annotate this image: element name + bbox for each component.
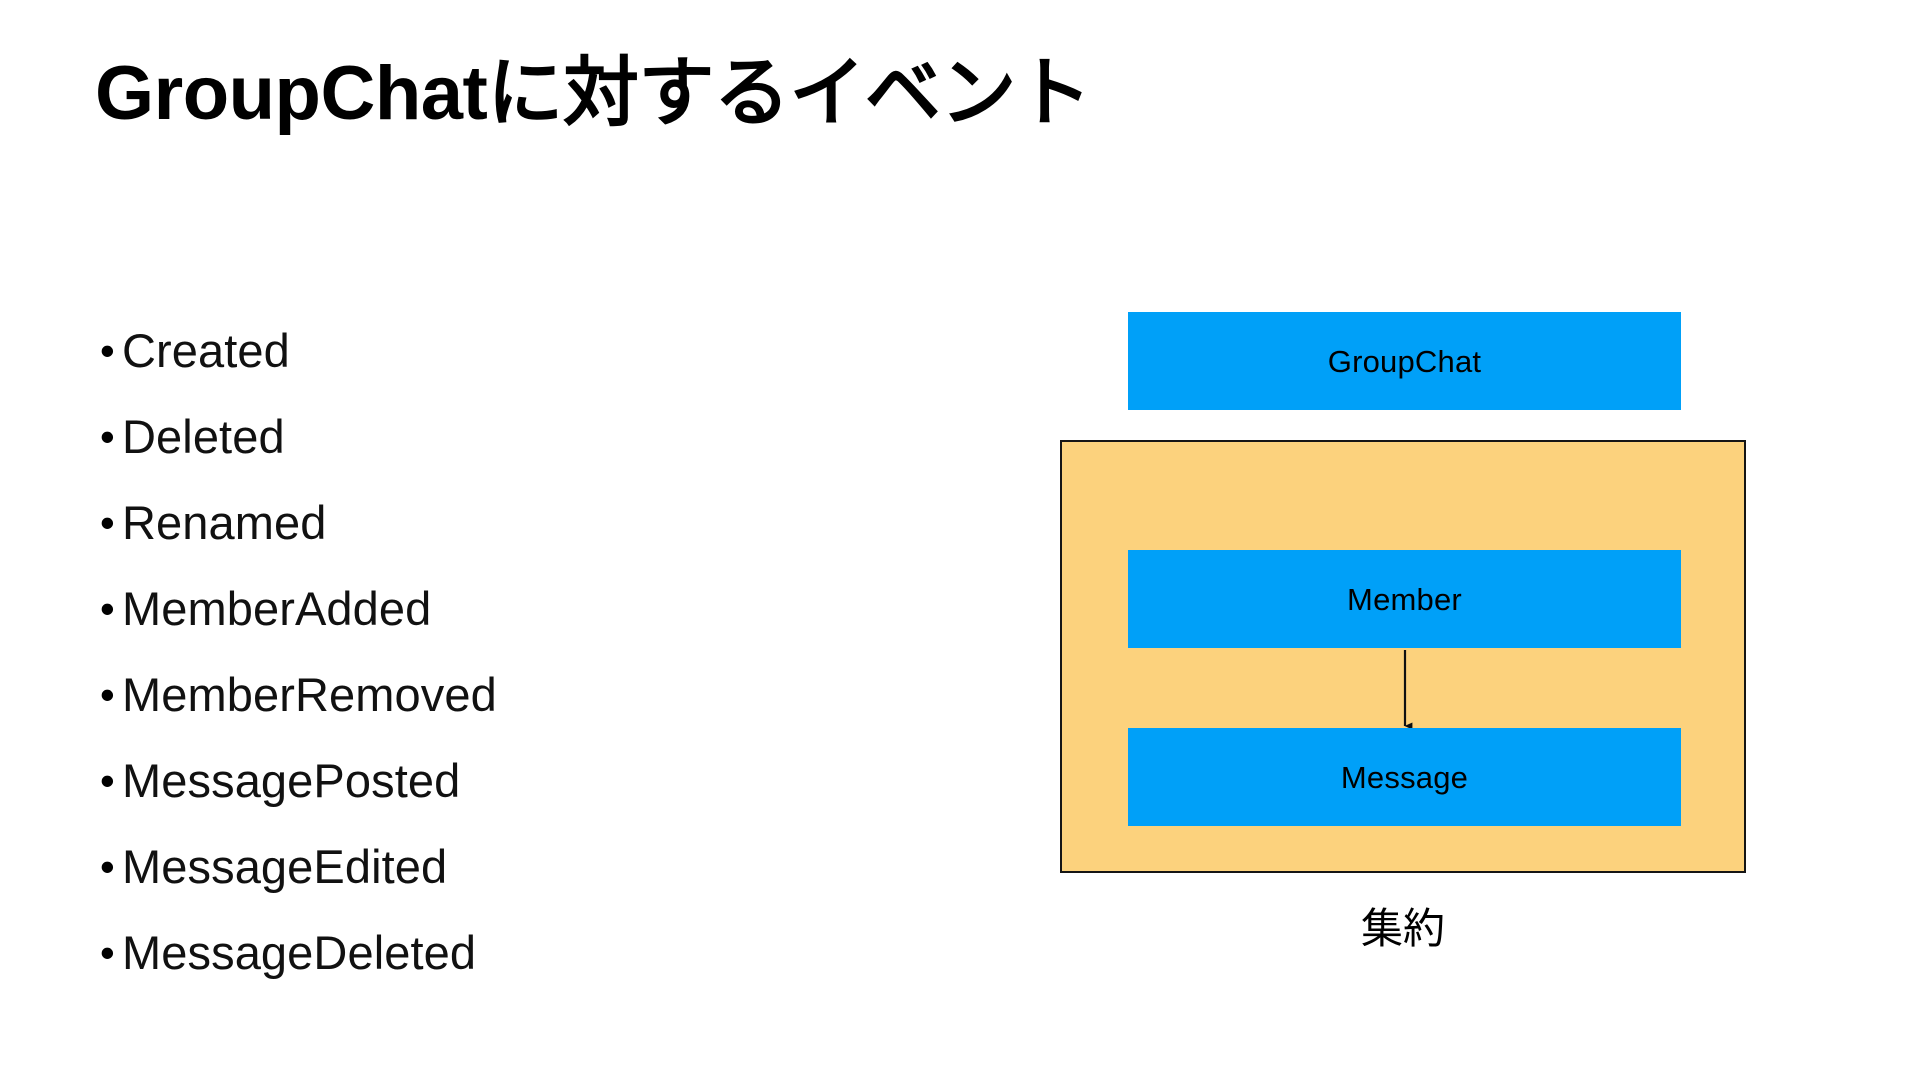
list-item: • Renamed — [100, 499, 740, 585]
list-item-label: Created — [122, 324, 290, 377]
list-item-label: Renamed — [122, 496, 327, 549]
bullet-icon: • — [100, 757, 115, 804]
entity-box-message[interactable]: Message — [1128, 728, 1681, 826]
diagram-caption: 集約 — [1360, 905, 1445, 952]
entity-box-groupchat[interactable]: GroupChat — [1128, 312, 1681, 410]
list-item-label: MemberRemoved — [122, 668, 497, 721]
page-title: GroupChatに対するイベント — [95, 51, 1092, 136]
bullet-icon: • — [100, 499, 115, 546]
bullet-icon: • — [100, 843, 115, 890]
event-list: • Created • Deleted • Renamed • MemberAd… — [100, 327, 740, 1015]
list-item: • MemberAdded — [100, 585, 740, 671]
entity-label: Member — [1347, 581, 1462, 617]
list-item: • Deleted — [100, 413, 740, 499]
bullet-icon: • — [100, 327, 115, 374]
bullet-icon: • — [100, 413, 115, 460]
list-item: • MessagePosted — [100, 757, 740, 843]
entity-box-member[interactable]: Member — [1128, 550, 1681, 648]
list-item: • MemberRemoved — [100, 671, 740, 757]
bullet-icon: • — [100, 929, 115, 976]
list-item: • MessageEdited — [100, 843, 740, 929]
bullet-icon: • — [100, 671, 115, 718]
list-item-label: MessageEdited — [122, 840, 448, 893]
bullet-icon: • — [100, 585, 115, 632]
list-item-label: MessagePosted — [122, 754, 461, 807]
list-item: • Created — [100, 327, 740, 413]
list-item-label: MessageDeleted — [122, 926, 477, 979]
list-item: • MessageDeleted — [100, 929, 740, 1015]
aggregate-diagram: GroupChat Member Message — [1060, 312, 1746, 873]
entity-label: Message — [1340, 759, 1469, 795]
list-item-label: MemberAdded — [122, 582, 432, 635]
list-item-label: Deleted — [122, 410, 285, 463]
entity-label: GroupChat — [1327, 343, 1482, 379]
